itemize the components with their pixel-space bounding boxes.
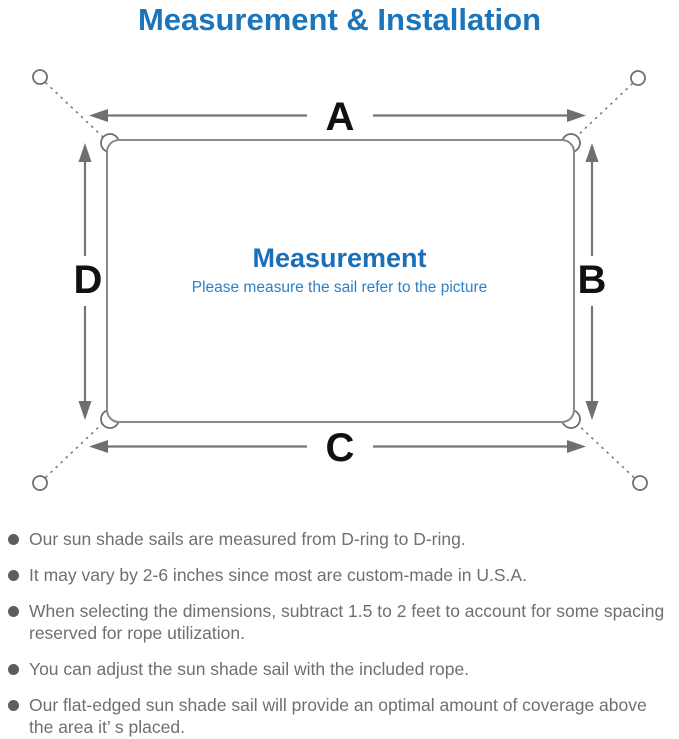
note-item: When selecting the dimensions, subtract … [8, 600, 674, 644]
rope-line-bottom-left [44, 420, 106, 479]
diagram-heading: Measurement [252, 243, 427, 273]
anchor-ring-icon-top-right [630, 70, 646, 86]
dimension-label-b: B [578, 258, 607, 302]
diagram-center-text: Measurement Please measure the sail refe… [0, 243, 679, 297]
dimension-arrow-b [585, 143, 599, 420]
dimension-arrow-a [89, 109, 586, 122]
note-text: You can adjust the sun shade sail with t… [29, 659, 470, 679]
note-item: It may vary by 2-6 inches since most are… [8, 564, 674, 586]
anchor-ring-icon-bottom-right [632, 475, 648, 491]
dimension-arrow-d [78, 143, 92, 420]
bullet-icon [8, 664, 19, 675]
rope-line-top-left [44, 81, 106, 140]
measurement-diagram: A C D B [32, 69, 648, 491]
note-item: Our sun shade sails are measured from D-… [8, 528, 674, 550]
diagram-subtitle: Please measure the sail refer to the pic… [191, 279, 488, 296]
dimension-label-c: C [326, 426, 355, 470]
bullet-icon [8, 570, 19, 581]
dimension-arrow-c [89, 440, 586, 453]
note-item: You can adjust the sun shade sail with t… [8, 658, 674, 680]
dimension-label-a: A [326, 95, 355, 139]
note-text: It may vary by 2-6 inches since most are… [29, 565, 527, 585]
note-text: Our sun shade sails are measured from D-… [29, 529, 466, 549]
dimension-label-d: D [74, 258, 103, 302]
bullet-icon [8, 700, 19, 711]
page-title: Measurement & Installation [137, 2, 542, 37]
rope-line-top-right [573, 82, 634, 140]
note-text: When selecting the dimensions, subtract … [29, 601, 665, 643]
note-text: Our flat-edged sun shade sail will provi… [29, 695, 647, 737]
note-item: Our flat-edged sun shade sail will provi… [8, 694, 674, 738]
bullet-icon [8, 534, 19, 545]
anchor-ring-icon-top-left [32, 69, 48, 85]
rope-line-bottom-right [574, 421, 635, 479]
notes-list: Our sun shade sails are measured from D-… [8, 528, 674, 739]
anchor-ring-icon-bottom-left [32, 475, 48, 491]
bullet-icon [8, 606, 19, 617]
sail-outline [106, 139, 575, 423]
